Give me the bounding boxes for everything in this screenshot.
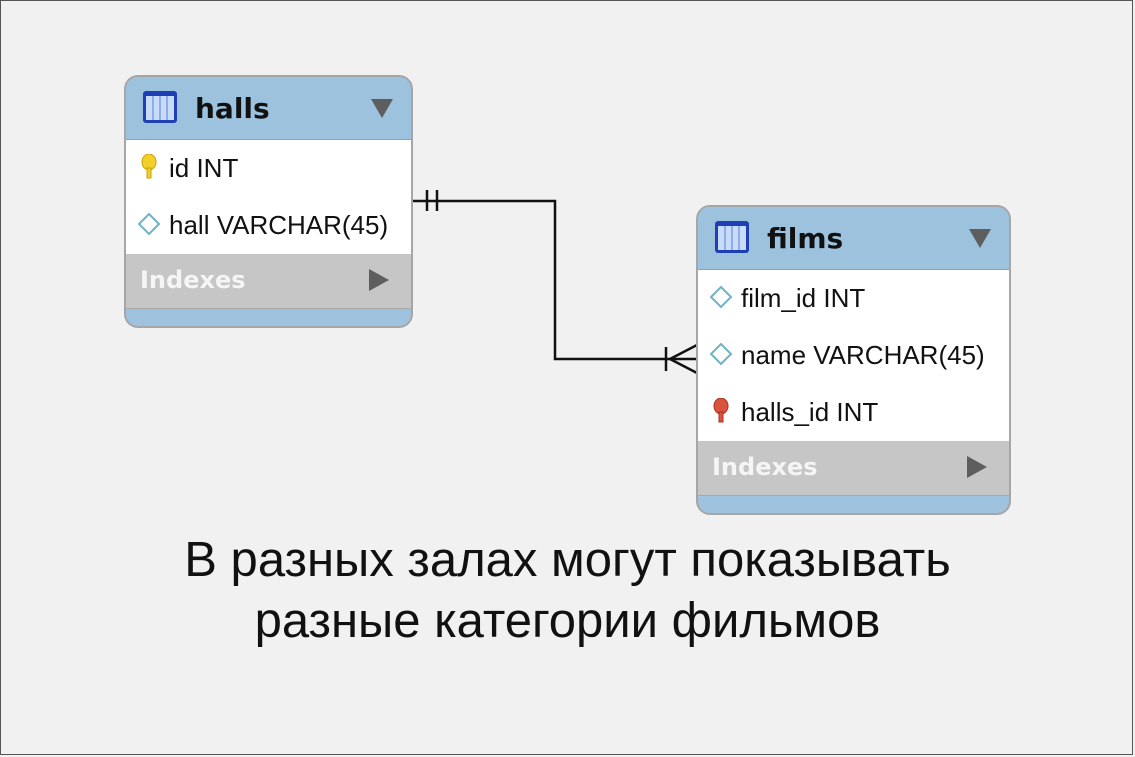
column-row[interactable]: halls_id INT — [698, 384, 1009, 441]
crowfoot-upper — [669, 343, 698, 361]
caption-line-2: разные категории фильмов — [254, 594, 881, 648]
column-list: id INT hall VARCHAR(45) — [126, 140, 411, 254]
indexes-label: Indexes — [712, 453, 818, 481]
column-label: id INT — [169, 153, 239, 183]
collapse-triangle-icon[interactable] — [969, 229, 991, 248]
column-label: name VARCHAR(45) — [741, 340, 985, 370]
table-icon — [715, 221, 749, 253]
table-header[interactable]: halls — [126, 77, 411, 140]
indexes-section[interactable]: Indexes — [126, 254, 411, 309]
indexes-label: Indexes — [140, 266, 246, 294]
table-halls[interactable]: halls id INT hall VARCHAR(45) Indexes — [124, 75, 413, 328]
column-list: film_id INT name VARCHAR(45) halls_id IN… — [698, 270, 1009, 441]
column-row[interactable]: id INT — [126, 140, 411, 197]
column-row[interactable]: hall VARCHAR(45) — [126, 197, 411, 254]
primary-key-icon — [141, 154, 157, 179]
table-header[interactable]: films — [698, 207, 1009, 270]
expand-triangle-icon[interactable] — [369, 269, 389, 291]
table-icon — [143, 91, 177, 123]
crowfoot-lower — [669, 357, 698, 375]
column-diamond-icon — [709, 342, 733, 366]
column-row[interactable]: film_id INT — [698, 270, 1009, 327]
table-title: halls — [195, 92, 270, 125]
expand-triangle-icon[interactable] — [967, 456, 987, 478]
column-label: halls_id INT — [741, 397, 879, 427]
relationship-line — [412, 199, 697, 361]
column-diamond-icon — [137, 212, 161, 236]
table-title: films — [767, 222, 844, 255]
collapse-triangle-icon[interactable] — [371, 99, 393, 118]
indexes-section[interactable]: Indexes — [698, 441, 1009, 496]
column-label: hall VARCHAR(45) — [169, 210, 389, 240]
column-label: film_id INT — [741, 283, 866, 313]
column-diamond-icon — [709, 285, 733, 309]
table-films[interactable]: films film_id INT name VARCHAR(45) halls… — [696, 205, 1011, 515]
foreign-key-icon — [713, 398, 729, 423]
column-row[interactable]: name VARCHAR(45) — [698, 327, 1009, 384]
caption-line-1: В разных залах могут показывать — [184, 533, 951, 587]
